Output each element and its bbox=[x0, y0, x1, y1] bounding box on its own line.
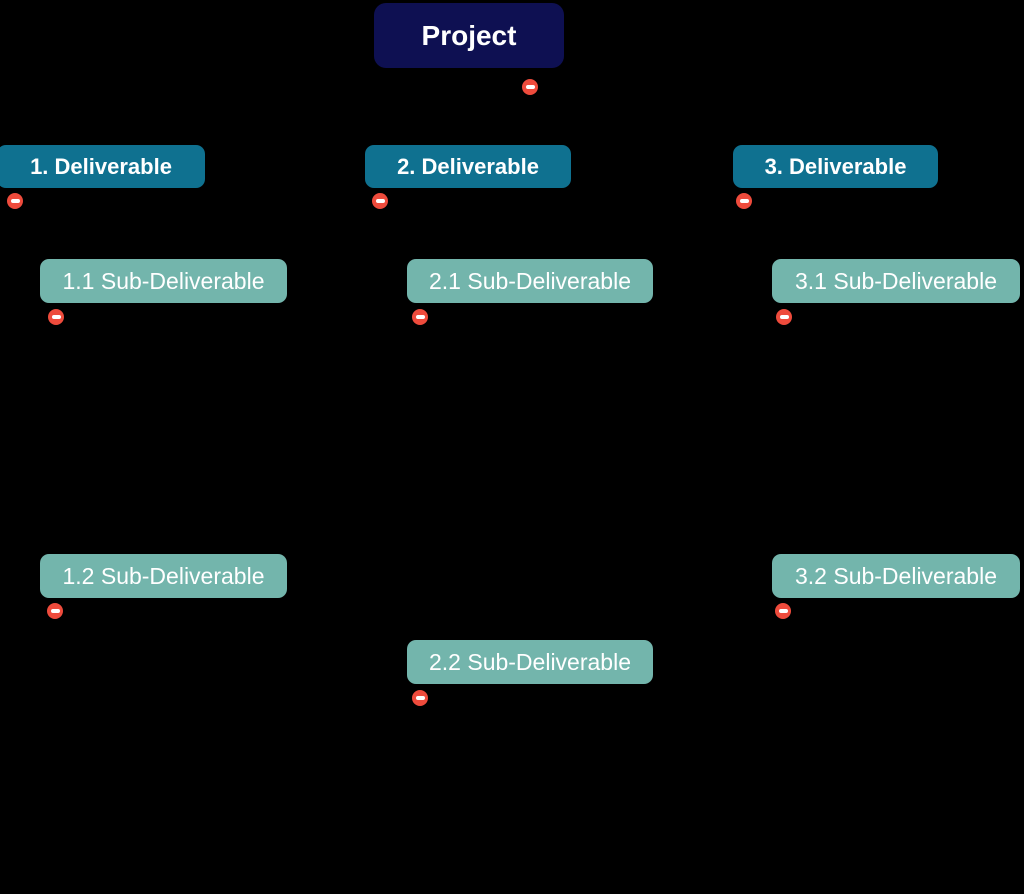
minus-icon bbox=[525, 85, 535, 89]
node-sub-deliverable-3-2[interactable]: 3.2 Sub-Deliverable bbox=[772, 554, 1020, 598]
collapse-icon-deliverable-3[interactable] bbox=[736, 193, 752, 209]
collapse-icon-sub-deliverable-2-1[interactable] bbox=[412, 309, 428, 325]
collapse-icon-sub-deliverable-3-2[interactable] bbox=[775, 603, 791, 619]
node-label: 1.1 Sub-Deliverable bbox=[62, 267, 265, 294]
node-sub-deliverable-3-1[interactable]: 3.1 Sub-Deliverable bbox=[772, 259, 1020, 303]
collapse-icon-sub-deliverable-2-2[interactable] bbox=[412, 690, 428, 706]
minus-icon bbox=[50, 609, 60, 613]
minus-icon bbox=[10, 199, 20, 203]
node-label: 2. Deliverable bbox=[397, 153, 539, 179]
minus-icon bbox=[415, 315, 425, 319]
node-label: Project bbox=[421, 19, 517, 51]
node-sub-deliverable-2-1[interactable]: 2.1 Sub-Deliverable bbox=[407, 259, 653, 303]
collapse-icon-sub-deliverable-3-1[interactable] bbox=[776, 309, 792, 325]
minus-icon bbox=[51, 315, 61, 319]
node-sub-deliverable-1-2[interactable]: 1.2 Sub-Deliverable bbox=[40, 554, 287, 598]
node-sub-deliverable-1-1[interactable]: 1.1 Sub-Deliverable bbox=[40, 259, 287, 303]
node-deliverable-1[interactable]: 1. Deliverable bbox=[0, 145, 205, 188]
node-label: 2.2 Sub-Deliverable bbox=[428, 648, 631, 675]
node-label: 3.1 Sub-Deliverable bbox=[794, 267, 997, 294]
node-sub-deliverable-2-2[interactable]: 2.2 Sub-Deliverable bbox=[407, 640, 653, 684]
minus-icon bbox=[415, 696, 425, 700]
collapse-icon-sub-deliverable-1-1[interactable] bbox=[48, 309, 64, 325]
collapse-icon-sub-deliverable-1-2[interactable] bbox=[47, 603, 63, 619]
node-label: 3.2 Sub-Deliverable bbox=[794, 562, 997, 589]
node-label: 1. Deliverable bbox=[30, 153, 172, 179]
minus-icon bbox=[739, 199, 749, 203]
collapse-icon-project[interactable] bbox=[522, 79, 538, 95]
node-project[interactable]: Project bbox=[374, 3, 564, 68]
minus-icon bbox=[779, 315, 789, 319]
node-label: 2.1 Sub-Deliverable bbox=[428, 267, 631, 294]
node-deliverable-3[interactable]: 3. Deliverable bbox=[733, 145, 938, 188]
node-deliverable-2[interactable]: 2. Deliverable bbox=[365, 145, 571, 188]
collapse-icon-deliverable-2[interactable] bbox=[372, 193, 388, 209]
collapse-icon-deliverable-1[interactable] bbox=[7, 193, 23, 209]
minus-icon bbox=[375, 199, 385, 203]
node-label: 3. Deliverable bbox=[764, 153, 907, 179]
minus-icon bbox=[778, 609, 788, 613]
node-label: 1.2 Sub-Deliverable bbox=[62, 562, 265, 589]
